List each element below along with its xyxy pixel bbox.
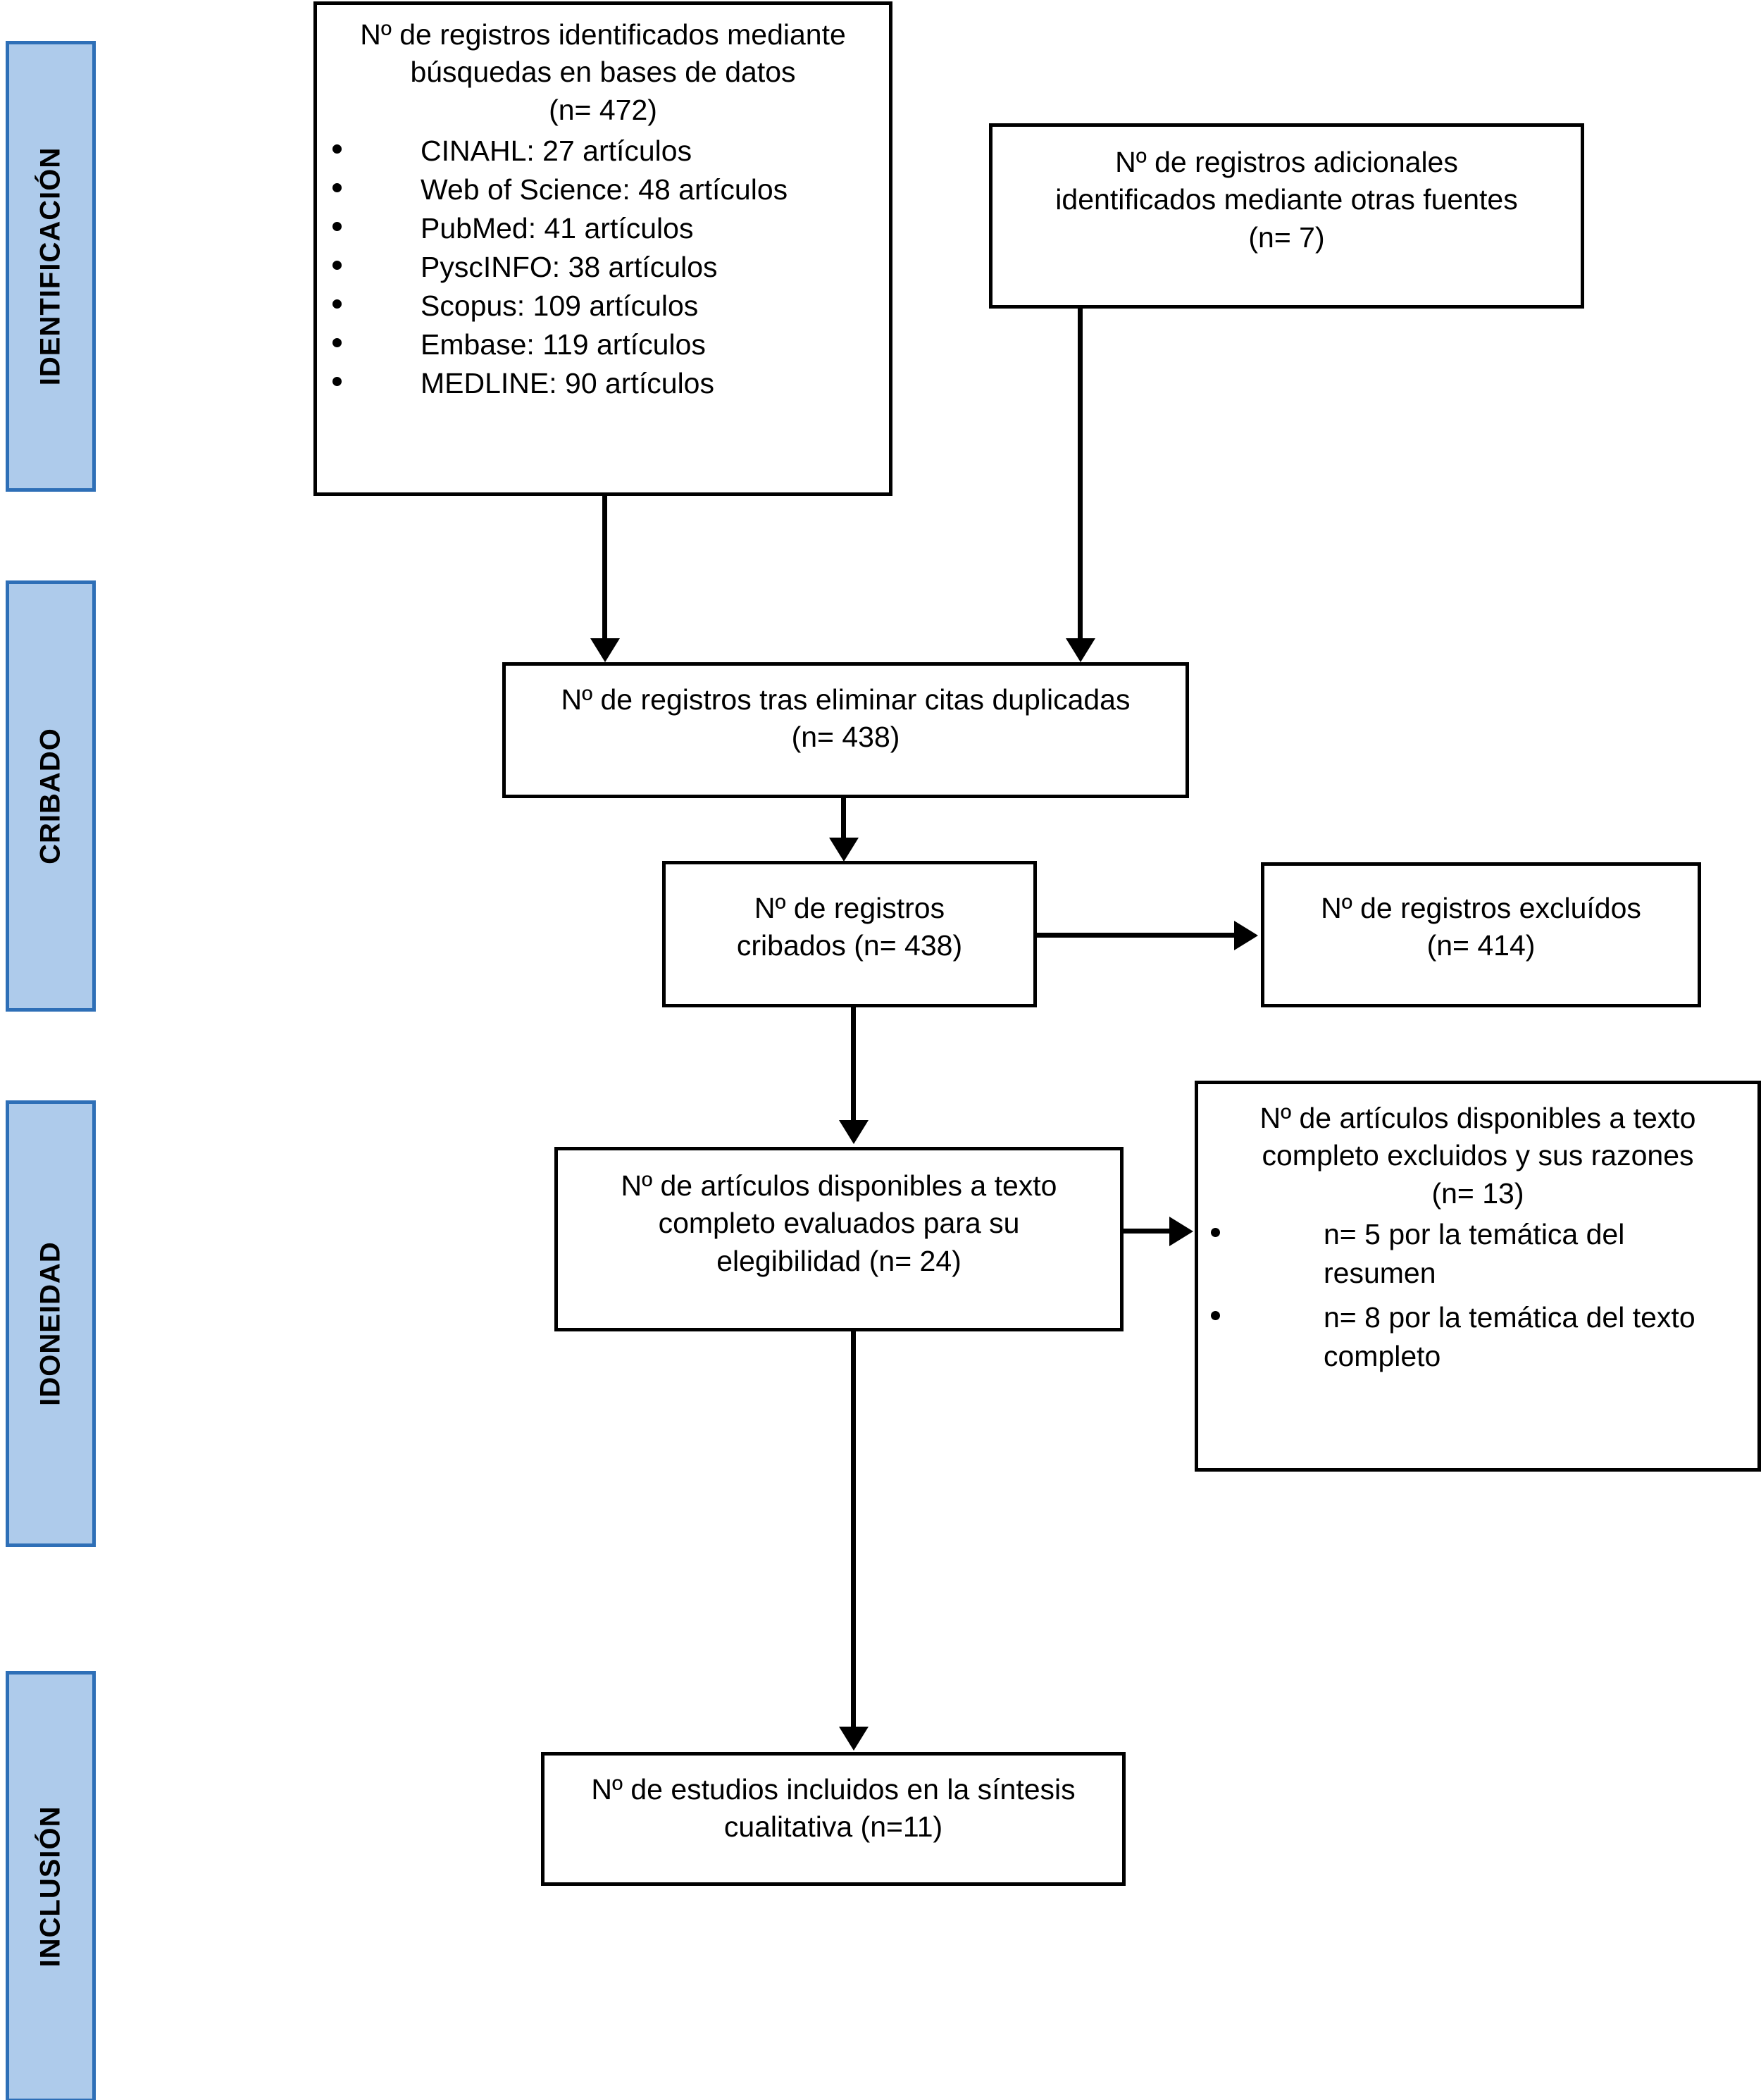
list-item: PubMed: 41 artículos [332, 209, 873, 248]
box-fulltext-excluded-reasons: Nº de artículos disponibles a texto comp… [1195, 1081, 1761, 1472]
included-count: cualitativa (n=11) [723, 1810, 943, 1844]
fulltext-assessed-line-2: completo evaluados para su [658, 1207, 1020, 1240]
box-records-excluded: Nº de registros excluídos (n= 414) [1261, 862, 1701, 1007]
phase-box-identificacion: IDENTIFICACIÓN [6, 41, 96, 492]
bullet-icon [1211, 1310, 1220, 1320]
arrowhead-other-sources-to-dedup [1066, 638, 1095, 662]
database-item-web-of-science: Web of Science: 48 artículos [421, 173, 788, 206]
fulltext-assessed-count: elegibilidad (n= 24) [716, 1244, 962, 1277]
database-item-cinahl: CINAHL: 27 artículos [421, 134, 692, 167]
bullet-icon [332, 144, 342, 154]
phase-box-cribado: CRIBADO [6, 580, 96, 1012]
list-item: n= 5 por la temática del resumen [1211, 1215, 1745, 1293]
screened-count: cribados (n= 438) [736, 929, 963, 962]
database-item-embase: Embase: 119 artículos [421, 328, 706, 361]
connector-databases-to-dedup [602, 496, 607, 641]
other-sources-count: (n= 7) [1248, 220, 1325, 254]
excluded-records-count: (n= 414) [1426, 929, 1536, 962]
databases-count: (n= 472) [549, 93, 657, 126]
arrowhead-dedup-to-screened [829, 838, 859, 862]
excluded-records-line-1: Nº de registros excluídos [1321, 892, 1641, 924]
database-item-medline: MEDLINE: 90 artículos [421, 366, 714, 399]
bullet-icon [332, 182, 342, 192]
box-records-other-sources: Nº de registros adicionales identificado… [989, 123, 1584, 309]
list-item: Web of Science: 48 artículos [332, 170, 873, 209]
connector-dedup-to-screened [841, 798, 846, 840]
fulltext-excluded-count: (n= 13) [1431, 1176, 1524, 1210]
phase-label-idoneidad: IDONEIDAD [35, 1241, 66, 1406]
list-item: MEDLINE: 90 artículos [332, 364, 873, 403]
list-item: PyscINFO: 38 artículos [332, 248, 873, 287]
list-item: n= 8 por la temática del texto completo [1211, 1298, 1745, 1376]
connector-screened-to-fulltext [851, 1007, 856, 1123]
deduplicated-line-1: Nº de registros tras eliminar citas dupl… [561, 683, 1131, 716]
bullet-icon [332, 376, 342, 386]
bullet-icon [1211, 1227, 1220, 1237]
fulltext-assessed-line-1: Nº de artículos disponibles a texto [621, 1169, 1057, 1202]
fulltext-excluded-line-2: completo excluidos y sus razones [1262, 1139, 1694, 1172]
arrowhead-screened-to-fulltext [839, 1120, 869, 1144]
exclusion-reason-abstract: n= 5 por la temática del resumen [1324, 1217, 1625, 1289]
databases-line-2: búsquedas en bases de datos [410, 56, 796, 89]
connector-other-sources-to-dedup [1078, 309, 1083, 641]
other-sources-line-1: Nº de registros adicionales [1115, 146, 1458, 178]
arrowhead-screened-to-excluded [1234, 921, 1258, 950]
included-line-1: Nº de estudios incluidos en la síntesis [591, 1773, 1076, 1806]
database-item-pyscinfo: PyscINFO: 38 artículos [421, 250, 718, 283]
box-records-identified-databases: Nº de registros identificados mediante b… [313, 1, 892, 496]
connector-fulltext-to-included [851, 1331, 856, 1729]
fulltext-excluded-line-1: Nº de artículos disponibles a texto [1259, 1102, 1696, 1134]
list-item: CINAHL: 27 artículos [332, 132, 873, 170]
list-item: Embase: 119 artículos [332, 325, 873, 364]
screened-line-1: Nº de registros [754, 892, 945, 924]
database-item-pubmed: PubMed: 41 artículos [421, 211, 694, 244]
connector-screened-to-excluded [1037, 933, 1236, 938]
phase-label-identificacion: IDENTIFICACIÓN [35, 147, 66, 386]
databases-line-1: Nº de registros identificados mediante [360, 18, 846, 51]
arrowhead-fulltext-to-excluded [1169, 1217, 1193, 1246]
other-sources-line-2: identificados mediante otras fuentes [1055, 183, 1518, 216]
bullet-icon [332, 337, 342, 347]
arrowhead-fulltext-to-included [839, 1727, 869, 1751]
exclusion-reasons-list: n= 5 por la temática del resumen n= 8 po… [1211, 1215, 1745, 1376]
phase-label-inclusion: INCLUSIÓN [35, 1806, 66, 1968]
list-item: Scopus: 109 artículos [332, 287, 873, 325]
box-records-screened: Nº de registros cribados (n= 438) [662, 861, 1037, 1007]
arrowhead-databases-to-dedup [590, 638, 620, 662]
database-list: CINAHL: 27 artículos Web of Science: 48 … [332, 132, 873, 403]
phase-label-cribado: CRIBADO [35, 728, 66, 864]
box-studies-included: Nº de estudios incluidos en la síntesis … [541, 1752, 1126, 1886]
connector-fulltext-to-excluded [1124, 1229, 1171, 1234]
exclusion-reason-fulltext: n= 8 por la temática del texto completo [1324, 1300, 1695, 1372]
phase-box-inclusion: INCLUSIÓN [6, 1671, 96, 2100]
phase-box-idoneidad: IDONEIDAD [6, 1100, 96, 1547]
box-fulltext-assessed: Nº de artículos disponibles a texto comp… [554, 1147, 1124, 1331]
database-item-scopus: Scopus: 109 artículos [421, 289, 699, 322]
bullet-icon [332, 299, 342, 309]
bullet-icon [332, 221, 342, 231]
box-records-after-duplicates: Nº de registros tras eliminar citas dupl… [502, 662, 1189, 798]
deduplicated-count: (n= 438) [791, 721, 900, 754]
bullet-icon [332, 260, 342, 270]
